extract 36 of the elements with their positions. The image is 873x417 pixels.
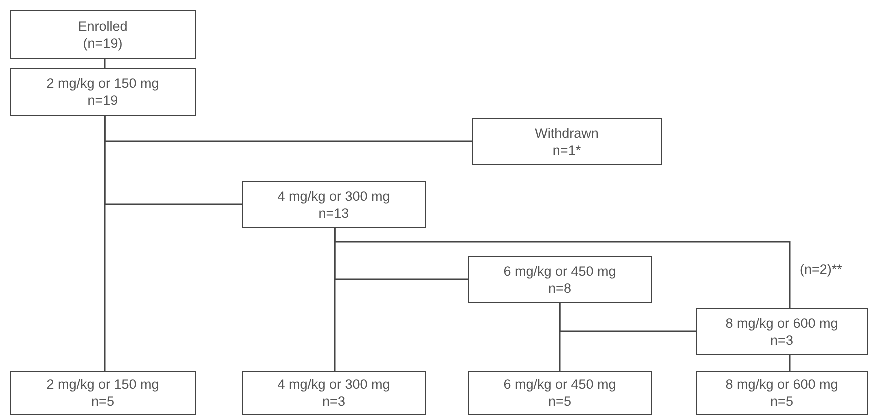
connector-line	[789, 355, 791, 371]
box-text: 2 mg/kg or 150 mg	[46, 75, 160, 92]
box-text: n=13	[318, 204, 350, 222]
edge-label: (n=2)**	[800, 262, 842, 277]
box-text: n=1*	[552, 142, 582, 158]
box-text: n=5	[548, 393, 572, 410]
box-text: n=19	[88, 92, 118, 109]
process-box	[10, 10, 196, 59]
connector-line	[334, 228, 336, 371]
box-text: 8 mg/kg or 600 mg	[726, 376, 838, 393]
connector-line	[104, 59, 106, 68]
box-text: 6 mg/kg or 450 mg	[504, 376, 616, 393]
box-text: 8 mg/kg or 600 mg	[726, 314, 838, 332]
box-text: 4 mg/kg or 300 mg	[278, 376, 390, 393]
box-text: 2 mg/kg or 150 mg	[46, 376, 160, 393]
box-text: n=8	[548, 280, 572, 296]
box-text: Withdrawn	[535, 124, 599, 142]
box-text: (n=19)	[83, 34, 123, 52]
process-box	[696, 308, 868, 355]
box-text: n=3	[322, 393, 346, 410]
box-text: 6 mg/kg or 450 mg	[504, 262, 616, 280]
process-box	[10, 371, 196, 415]
process-box	[242, 181, 426, 228]
process-box	[472, 118, 662, 165]
process-box	[242, 371, 426, 415]
process-box	[10, 68, 196, 116]
box-text: 4 mg/kg or 300 mg	[278, 188, 390, 204]
box-text: Enrolled	[78, 18, 128, 34]
box-text: n=5	[92, 393, 114, 410]
box-text: n=3	[770, 332, 794, 348]
process-box	[468, 371, 652, 415]
process-box	[468, 256, 652, 303]
connector-line	[559, 303, 561, 371]
process-box	[696, 371, 868, 415]
box-text: n=5	[770, 393, 794, 410]
connector-line	[104, 116, 106, 371]
